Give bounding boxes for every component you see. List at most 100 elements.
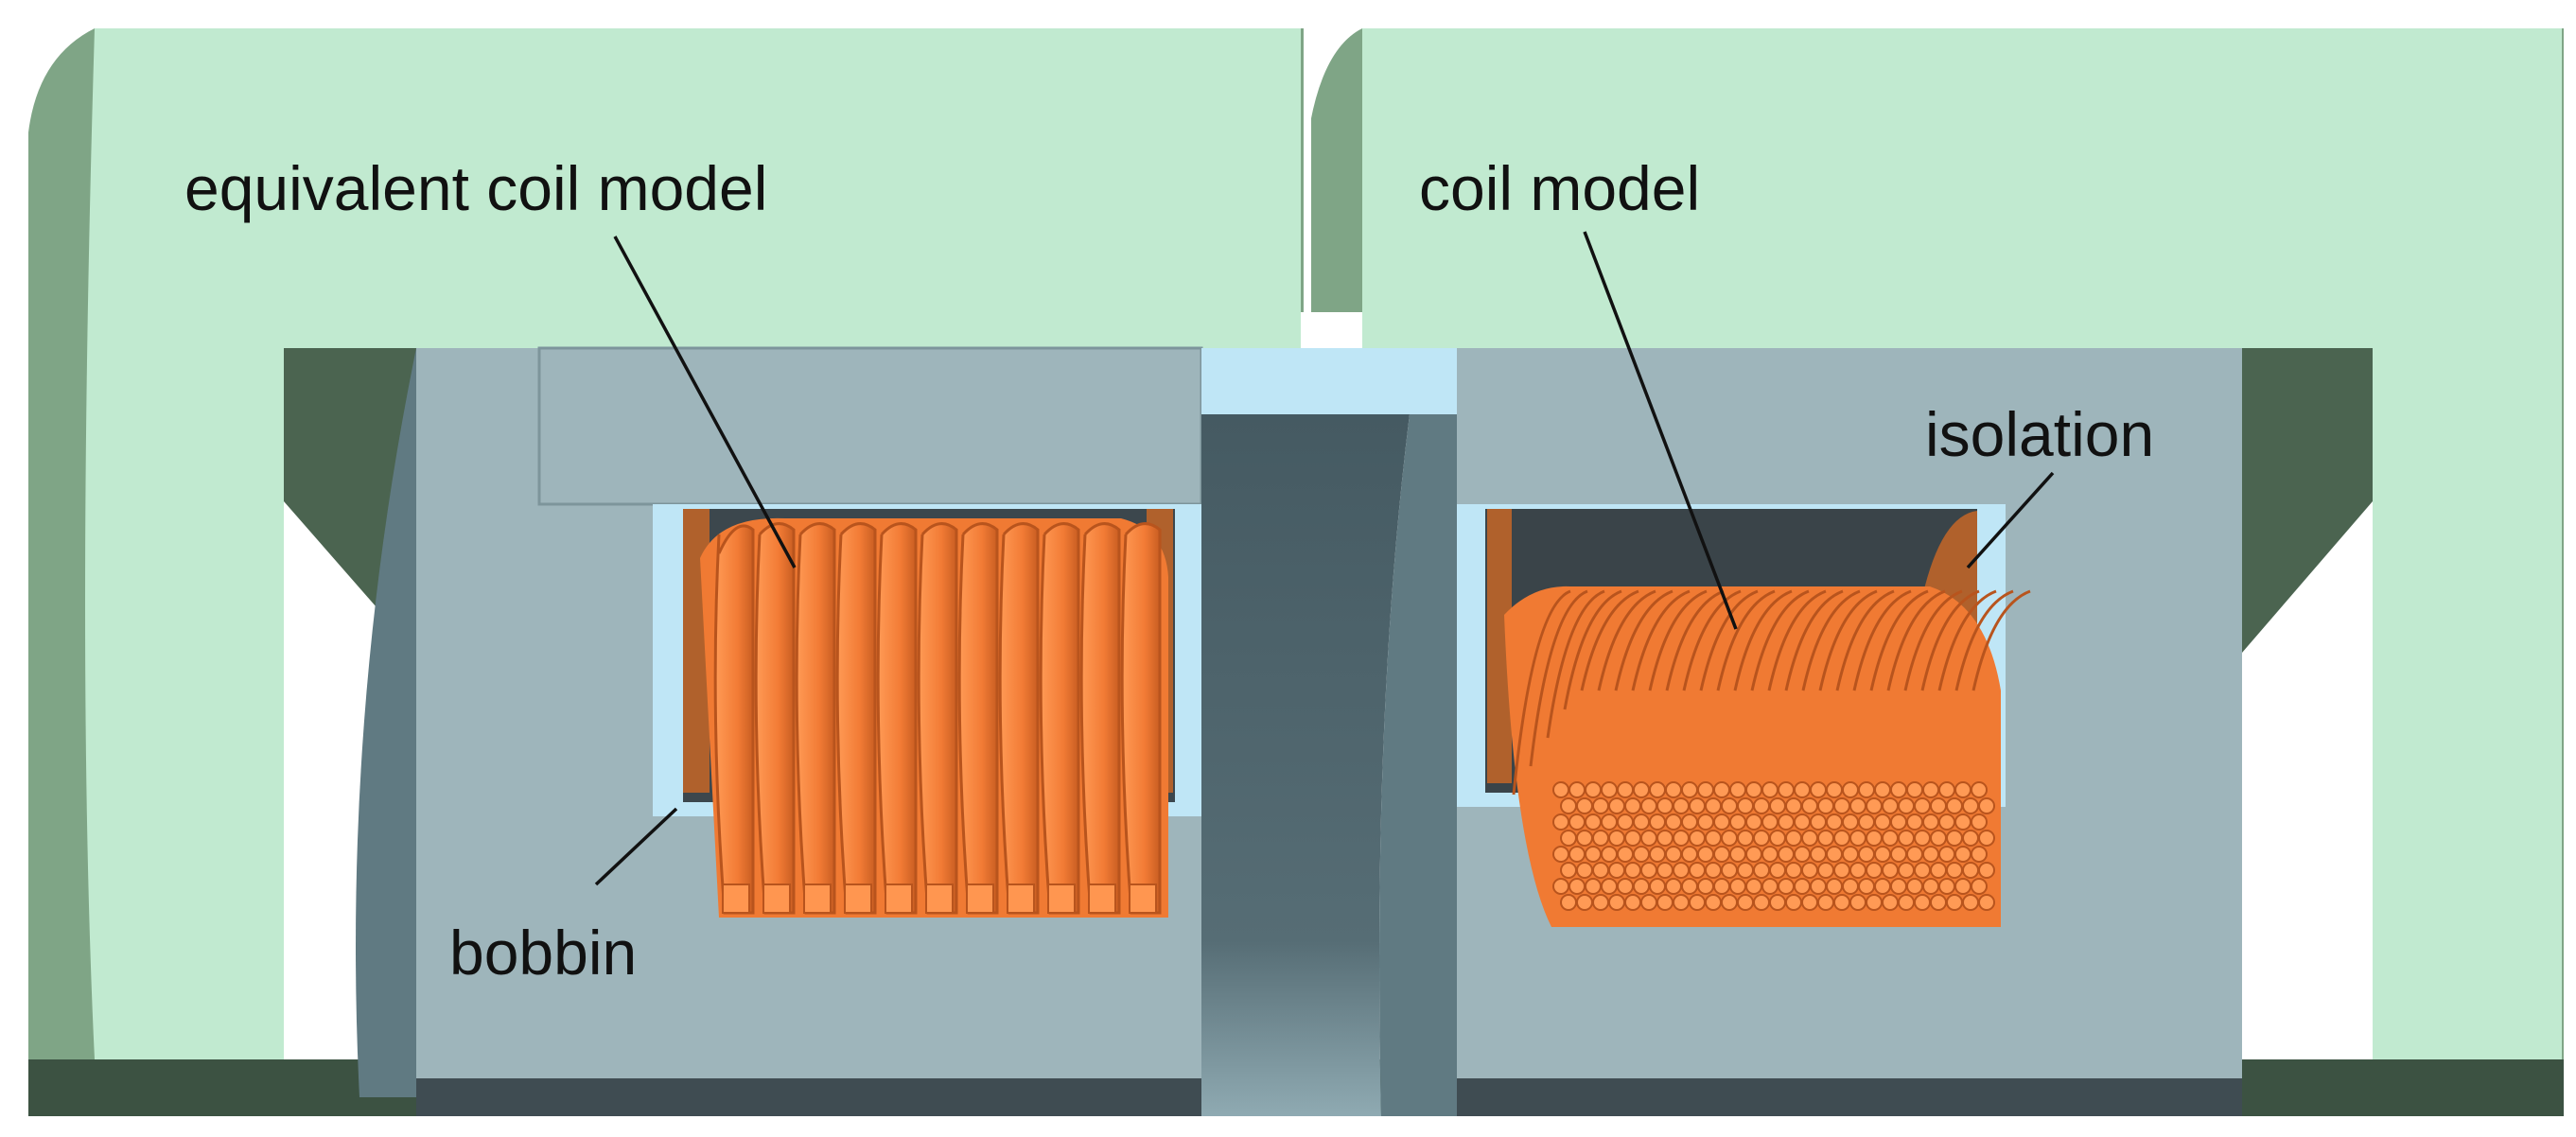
coil-model-wire-end: [1729, 781, 1746, 798]
coil-model-wire-end: [1794, 846, 1811, 863]
coil-model-wire-end: [1946, 797, 1963, 814]
coil-model-wire-end: [1608, 830, 1625, 847]
coil-model-wire-end: [1938, 878, 1955, 895]
coil-model-wire-end: [1769, 894, 1786, 911]
coil-model-turn: [1563, 589, 1622, 710]
coil-model-wire-end: [1946, 894, 1963, 911]
coil-model-wire-ends: [1552, 781, 1995, 911]
equivalent-coil-turn-end: [966, 883, 994, 914]
coil-model-wire-end: [1665, 878, 1682, 895]
coil-model-wire-end: [1946, 830, 1963, 847]
coil-model-wire-end: [1745, 813, 1762, 831]
core-right-window-shadow: [2242, 348, 2373, 653]
coil-model-wire-end: [1874, 846, 1891, 863]
coil-model-wire-end: [1898, 797, 1915, 814]
coil-model-wire-end: [1560, 830, 1577, 847]
coil-model-wire-end: [1833, 797, 1850, 814]
coil-model-wire-end: [1601, 878, 1618, 895]
coil-model-wire-end: [1842, 813, 1859, 831]
right-window: [1457, 504, 2031, 927]
coil-model-wire-end: [1665, 781, 1682, 798]
coil-model-wire-end: [1552, 846, 1569, 863]
coil-model-wire-end: [1601, 781, 1618, 798]
coil-model-wire-end: [1898, 830, 1915, 847]
equivalent-coil-turn: [917, 522, 958, 915]
coil-model-wire-end: [1665, 846, 1682, 863]
coil-model-wire-end: [1649, 878, 1666, 895]
coil-model-turn: [1937, 589, 1997, 691]
equivalent-coil-turn: [1039, 522, 1080, 915]
coil-model-wire-end: [1866, 894, 1883, 911]
coil-model-wire-end: [1778, 781, 1795, 798]
coil-model-wire-end: [1673, 797, 1690, 814]
coil-model-wire-end: [1778, 846, 1795, 863]
coil-model-wire-end: [1560, 894, 1577, 911]
coil-model-turn: [1580, 589, 1639, 691]
equivalent-coil-turn: [876, 522, 918, 915]
coil-model-wire-end: [1705, 862, 1722, 879]
coil-model-wire-end: [1552, 813, 1569, 831]
coil-model-turn: [1784, 589, 1844, 691]
coil-model-wire-end: [1592, 894, 1609, 911]
coil-model-wire-end: [1785, 830, 1802, 847]
leader-isolation: [1966, 471, 2055, 569]
coil-model-wire-end: [1568, 813, 1586, 831]
coil-model-wire-end: [1914, 797, 1931, 814]
equivalent-coil-turns: [713, 522, 1162, 915]
coil-model-wire-end: [1898, 894, 1915, 911]
coil-model-wire-end: [1737, 797, 1754, 814]
equivalent-coil-turn-end: [803, 883, 832, 914]
coil-model-wire-end: [1794, 781, 1811, 798]
coil-model-wire-end: [1874, 878, 1891, 895]
coil-model-turn: [1835, 589, 1895, 691]
coil-model-wire-end: [1938, 846, 1955, 863]
coil-model-wire-end: [1673, 894, 1690, 911]
equivalent-coil-turn-end: [1047, 883, 1076, 914]
equivalent-coil-turn: [957, 522, 999, 915]
coil-model-wire-end: [1801, 894, 1818, 911]
coil-model-wire-end: [1640, 797, 1657, 814]
coil-model-wire-end: [1906, 846, 1923, 863]
coil-model-wire-end: [1971, 846, 1988, 863]
coil-model-wire-end: [1640, 894, 1657, 911]
coil-model-turn: [1750, 589, 1810, 691]
coil-model-turn: [1954, 589, 2014, 691]
coil-model-turn: [1546, 589, 1605, 739]
coil-model-wire-end: [1826, 878, 1843, 895]
coil-model-wire-end: [1576, 797, 1593, 814]
coil-model-wire-end: [1962, 862, 1979, 879]
coil-model-wire-end: [1882, 797, 1899, 814]
coil-model-wire-end: [1568, 846, 1586, 863]
coil-model-wire-end: [1833, 894, 1850, 911]
coil-model-wire-end: [1817, 862, 1834, 879]
coil-model-wire-end: [1858, 878, 1875, 895]
coil-model-wire-end: [1689, 797, 1706, 814]
coil-model-wire-end: [1826, 813, 1843, 831]
coil-model-wire-end: [1971, 878, 1988, 895]
coil-model-wire-end: [1858, 846, 1875, 863]
coil-model-wire-end: [1922, 878, 1939, 895]
coil-model-wire-end: [1608, 797, 1625, 814]
coil-model-wire-end: [1826, 781, 1843, 798]
coil-model-wire-end: [1930, 830, 1947, 847]
equivalent-coil-turn: [998, 522, 1040, 915]
equivalent-coil-turn: [1120, 522, 1162, 915]
coil-model-turn: [1648, 589, 1708, 691]
core-right-face: [1362, 28, 2562, 1059]
coil-model-wire-end: [1665, 813, 1682, 831]
coil-model-wire-end: [1890, 813, 1907, 831]
coil-model-turn: [1682, 589, 1742, 691]
coil-model-wire-end: [1729, 846, 1746, 863]
coil-model-wire-end: [1954, 813, 1971, 831]
equivalent-coil-turn-end: [925, 883, 954, 914]
coil-model-wire-end: [1922, 846, 1939, 863]
coil-model-wire-end: [1745, 846, 1762, 863]
coil-model-wire-end: [1954, 781, 1971, 798]
label-coil-model: coil model: [1419, 153, 1700, 223]
coil-model-wire-end: [1866, 862, 1883, 879]
coil-model-wire-end: [1978, 797, 1995, 814]
coil-model-wire-end: [1601, 813, 1618, 831]
leader-coil-model: [1583, 231, 1738, 630]
coil-model-turn: [1801, 589, 1861, 691]
coil-model-wire-end: [1697, 781, 1714, 798]
